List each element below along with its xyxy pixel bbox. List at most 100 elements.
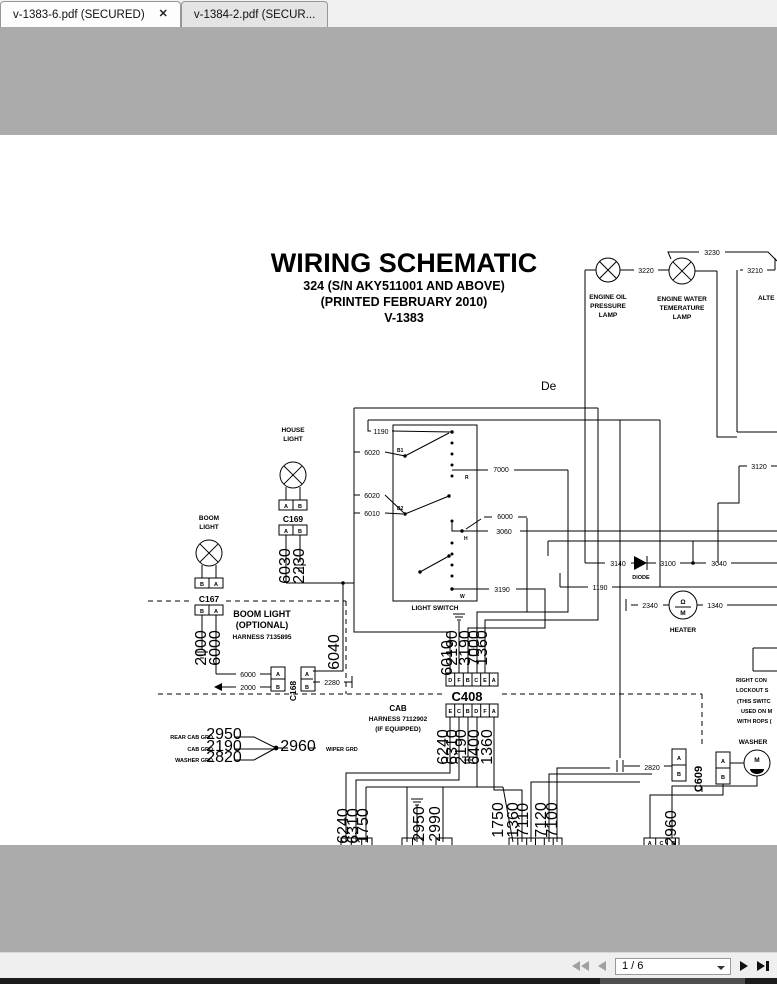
tab-v1383[interactable]: v-1383-6.pdf (SECURED) ✕ (0, 1, 181, 27)
engine-oil-lamp-label3: LAMP (599, 312, 618, 319)
wire-label-1750b: 1750 (490, 802, 507, 838)
bottom-wiring: 6240 6310 1750 2950 2990 1750 1360 7110 … (335, 717, 680, 847)
pdf-page[interactable]: WIRING SCHEMATIC 324 (S/N AKY511001 AND … (0, 135, 777, 847)
wire-label-6000b: 6000 (207, 630, 224, 666)
next-page-button[interactable] (740, 961, 748, 971)
light-switch-label: LIGHT SWITCH (412, 605, 459, 612)
washer-motor-m: M (754, 757, 759, 764)
boom-optional-label3: HARNESS 7135895 (233, 634, 292, 641)
wire-label-1360b: 1360 (479, 729, 496, 765)
conn4-pin-c: C (660, 841, 664, 845)
c167-pin-a2: A (214, 609, 218, 615)
wire-label-6310v: 6310 (444, 729, 461, 765)
wire-label-2950a: 2950 (206, 726, 242, 743)
c168-pin-b2: B (305, 685, 309, 691)
cab-boundary (148, 600, 703, 793)
page-dropdown-caret-icon[interactable] (717, 965, 725, 970)
c408-pin: F (457, 678, 461, 684)
close-icon[interactable]: ✕ (158, 8, 168, 20)
next-page-icon (740, 961, 748, 971)
page-nav-toolbar: 1 / 6 (0, 952, 777, 978)
heater-symbol-top: Ω (680, 599, 685, 606)
tab-v1383-label: v-1383-6.pdf (SECURED) (13, 8, 145, 21)
wire-label-2000b: 2000 (240, 685, 256, 692)
wire-label-2820b: 2820 (644, 765, 660, 772)
light-switch-circuit: 1190 6020 6020 6010 B1 B2 R H W 7000 600… (353, 407, 777, 758)
c169-pin-a2: A (284, 529, 288, 535)
rear-cab-grd-label: REAR CAB GRD (170, 735, 213, 741)
viewer-background-top (0, 27, 777, 135)
c167-pin-a: A (214, 582, 218, 588)
wire-label-1750a: 1750 (355, 808, 372, 844)
c408-pin: D (474, 709, 478, 715)
wire-label-6000a: 6000 (497, 514, 513, 521)
tab-v1384[interactable]: v-1384-2.pdf (SECUR... (180, 1, 329, 27)
right-console-label4: USED ON M (741, 709, 773, 715)
diode-heater-circuit: 3140 3100 3040 DIODE 1190 2340 1340 Ω M … (559, 541, 777, 634)
stray-text: De (541, 379, 557, 393)
washer-label: WASHER (739, 739, 768, 746)
wire-label-6310c: 6310 (345, 808, 362, 844)
wire-label-3040: 3040 (711, 561, 727, 568)
wire-label-7100: 7100 (544, 802, 561, 838)
wire-label-7000v: 7000 (466, 630, 483, 666)
title-line-2: 324 (S/N AKY511001 AND ABOVE) (303, 279, 504, 293)
first-page-button[interactable] (572, 961, 589, 971)
tab-bar: v-1383-6.pdf (SECURED) ✕ v-1384-2.pdf (S… (0, 0, 777, 27)
wire-label-3190v: 3190 (457, 630, 474, 666)
connector-c408-group: D F B C E A E C B D F A C408 6010 2190 3… (369, 630, 499, 765)
last-page-button[interactable] (757, 961, 769, 971)
washer-grd-label: WASHER GRD (175, 758, 213, 764)
wire-label-7000a: 7000 (493, 467, 509, 474)
c609-pin-a2: A (721, 759, 725, 765)
boom-optional-label2: (OPTIONAL) (236, 620, 289, 630)
wire-label-3220: 3220 (638, 268, 654, 275)
wire-label-2190g: 2190 (206, 738, 242, 755)
connector-c169: C169 (283, 514, 304, 524)
wire-label-6020b: 6020 (364, 493, 380, 500)
heater-label: HEATER (670, 627, 697, 634)
terminal-b2: B2 (397, 506, 404, 512)
title-line-3: (PRINTED FEBRUARY 2010) (321, 295, 488, 309)
wire-label-6030: 6030 (277, 548, 294, 584)
c168-pin-b: B (276, 685, 280, 691)
c408-pin: A (492, 678, 496, 684)
terminal-w: W (460, 594, 465, 600)
wire-label-6240c: 6240 (335, 808, 352, 844)
c169-pin-b: B (298, 504, 302, 510)
boom-optional-label: BOOM LIGHT (233, 609, 291, 619)
wire-label-2190b: 2190 (453, 729, 470, 765)
previous-page-icon (598, 961, 606, 971)
c609-pin-a: A (677, 756, 681, 762)
wire-label-6020a: 6020 (364, 450, 380, 457)
wire-label-6400v: 6400 (466, 729, 483, 765)
c408-pin: D (448, 678, 452, 684)
c408-pin: E (448, 709, 452, 715)
wire-label-3120: 3120 (751, 464, 767, 471)
taskbar-segment (600, 978, 745, 984)
wiring-schematic: WIRING SCHEMATIC 324 (S/N AKY511001 AND … (148, 248, 777, 847)
boom-light-label2: LIGHT (199, 524, 219, 531)
c408-pin: A (492, 709, 496, 715)
connector-c167: C167 (199, 594, 220, 604)
engine-water-lamp-label2: TEMERATURE (660, 305, 705, 312)
wire-label-6040: 6040 (326, 634, 343, 670)
taskbar-sliver (0, 978, 777, 984)
last-page-bar-icon (766, 961, 769, 971)
c169-pin-b2: B (298, 529, 302, 535)
right-console-label5: WITH ROPS ( (737, 719, 772, 725)
wire-label-1360c: 1360 (505, 802, 522, 838)
house-light-label: HOUSE (281, 427, 305, 434)
wire-label-2960a: 2960 (280, 738, 316, 755)
engine-oil-lamp-label2: PRESSURE (590, 303, 626, 310)
engine-oil-lamp-label: ENGINE OIL (589, 294, 627, 301)
c609-pin-b2: B (721, 775, 725, 781)
previous-page-button[interactable] (598, 961, 606, 971)
house-light-label2: LIGHT (283, 436, 303, 443)
page-number-input[interactable]: 1 / 6 (615, 957, 731, 975)
wire-label-2990: 2990 (427, 806, 444, 842)
wire-label-3060: 3060 (496, 529, 512, 536)
wire-label-6010v: 6010 (439, 640, 456, 676)
wire-label-6240v: 6240 (435, 729, 452, 765)
wire-label-2230: 2230 (291, 548, 308, 584)
